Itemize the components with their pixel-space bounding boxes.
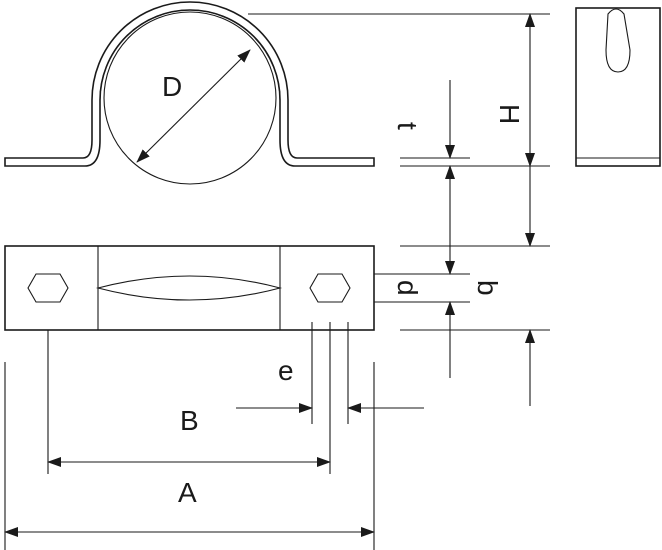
side-view-outline <box>575 7 661 167</box>
label-D: D <box>162 71 182 102</box>
label-e: e <box>278 355 294 386</box>
top-view <box>4 245 375 331</box>
side-view <box>575 7 661 167</box>
center-slot <box>95 275 283 301</box>
diameter-dimension <box>136 49 251 163</box>
label-A: A <box>178 477 197 508</box>
label-B: B <box>180 405 199 436</box>
label-t: t <box>392 122 423 130</box>
base-plate-outline <box>4 245 375 331</box>
mounting-hole-left <box>27 273 69 303</box>
label-d: d <box>392 280 423 296</box>
pipe-circle <box>103 11 277 185</box>
saddle-band <box>4 1 375 167</box>
label-b: b <box>472 280 503 296</box>
label-H: H <box>494 104 525 124</box>
mounting-hole-right <box>309 273 351 303</box>
saddle-inner-arc <box>99 9 281 101</box>
side-view-slot <box>605 8 631 73</box>
front-view: D <box>4 1 375 185</box>
